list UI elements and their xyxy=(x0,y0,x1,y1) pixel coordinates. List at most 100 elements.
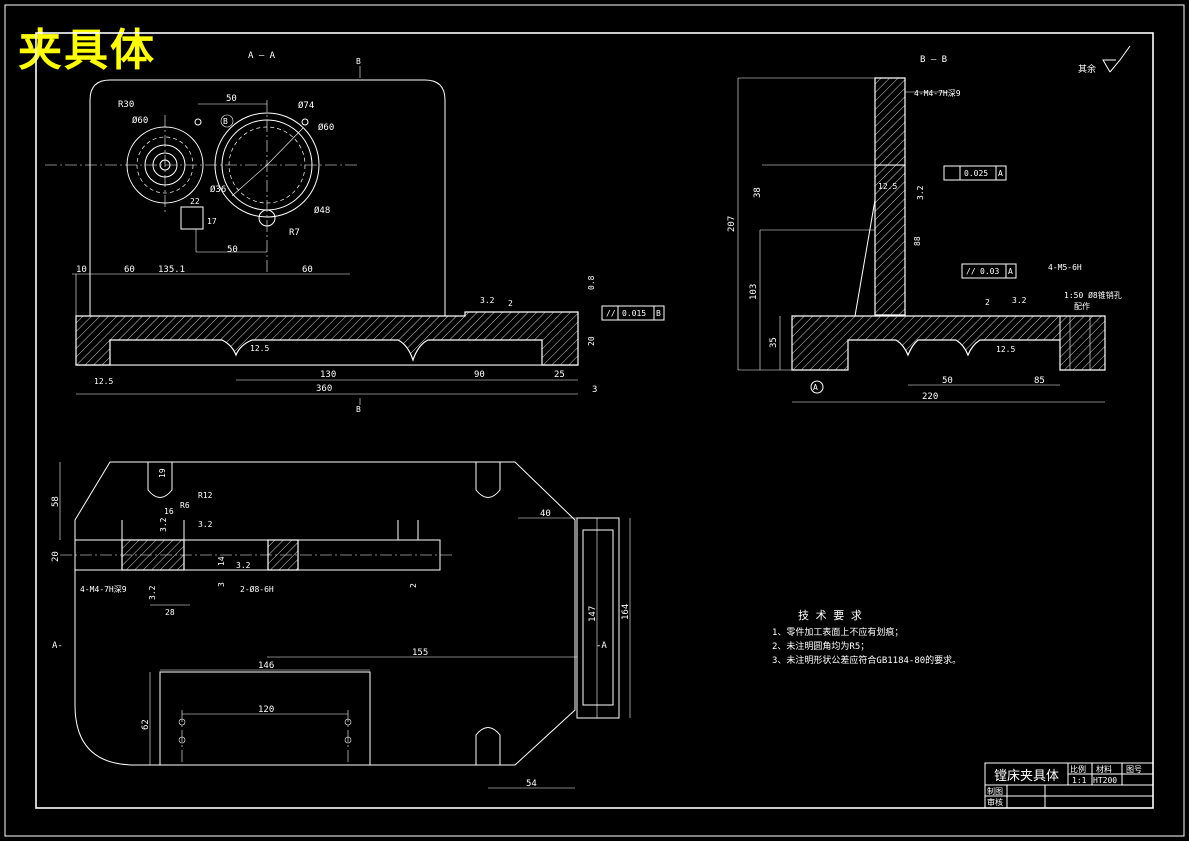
dim-19: 19 xyxy=(158,468,167,478)
title-block: 镗床夹具体 比例 材料 图号 1:1 HT200 制图 审核 xyxy=(984,762,1154,809)
tech-item-3: 3、未注明形状公差应符合GB1184-80的要求。 xyxy=(772,654,961,666)
dim-20-plan: 20 xyxy=(51,551,61,562)
roughness-symbol xyxy=(1102,45,1131,73)
dim-r6: R6 xyxy=(180,501,190,510)
plan-view: 58 20 16 19 R12 R6 40 3.2 3.2 14 3.2 4-M… xyxy=(51,461,631,789)
dim-135: 135.1 xyxy=(158,265,185,275)
tb-drawno-label: 图号 xyxy=(1126,765,1142,774)
tol-ref-a2: A xyxy=(1008,267,1013,276)
rough-32-top: 3.2 xyxy=(480,296,495,305)
rough-125a: 12.5 xyxy=(250,344,269,353)
tolerance-frame-1 xyxy=(601,305,665,321)
upright-plate xyxy=(89,79,446,316)
dim-25: 25 xyxy=(554,370,565,380)
dim-3: 3 xyxy=(592,385,597,395)
tb-scale: 1:1 xyxy=(1072,776,1087,785)
dim-207: 207 xyxy=(727,216,737,232)
dim-90: 90 xyxy=(474,370,485,380)
rough-32-plan: 3.2 xyxy=(198,520,213,529)
tolerance-frame-2 xyxy=(943,165,1007,181)
rough-32b-plan: 3.2 xyxy=(159,517,168,532)
rough-126: 12.5 xyxy=(878,182,897,191)
dim-d74: Ø74 xyxy=(298,100,314,111)
svg-text://: // xyxy=(966,267,976,276)
dim-14: 14 xyxy=(217,556,226,566)
dim-d36: Ø36 xyxy=(210,184,226,195)
dim-360: 360 xyxy=(316,384,332,394)
rough-125b: 12.5 xyxy=(94,377,113,386)
dim-2-plan: 2 xyxy=(409,583,418,588)
base-section xyxy=(75,311,579,366)
dim-d60a: Ø60 xyxy=(132,115,148,126)
dim-17: 17 xyxy=(207,217,217,226)
dim-10: 10 xyxy=(76,265,87,275)
section-aa-label: A — A xyxy=(248,51,276,61)
pin-note: 1:50 Ø8锥销孔 xyxy=(1064,290,1122,300)
pin-note-2: 配作 xyxy=(1074,301,1090,311)
dim-147: 147 xyxy=(588,606,598,622)
circle-b-label: B xyxy=(223,117,228,126)
tol-0015: 0.015 xyxy=(622,309,646,318)
tol-ref-a: A xyxy=(998,169,1003,178)
side-view: B — B 其余 207 103 35 38 4-M4-7H深9 0.025 A… xyxy=(727,45,1131,403)
tech-requirements: 技 术 要 求 1、零件加工表面上不应有划痕； 2、未注明圆角均为R5； 3、未… xyxy=(772,609,961,666)
tech-item-2: 2、未注明圆角均为R5； xyxy=(772,640,869,652)
column-section xyxy=(874,77,906,316)
rough-32d-plan: 3.2 xyxy=(148,585,157,600)
thread-m5: 4-M5-6H xyxy=(1048,263,1082,272)
dim-58: 58 xyxy=(51,496,61,507)
section-b-bottom: B xyxy=(356,405,361,414)
tol-ref-b: B xyxy=(656,309,661,318)
dim-r7: R7 xyxy=(289,228,300,238)
dim-60-left: 60 xyxy=(124,265,135,275)
tol-003: 0.03 xyxy=(980,267,999,276)
thread-d8: 2-Ø8-6H xyxy=(240,584,274,594)
dim-60-right: 60 xyxy=(302,265,313,275)
rough-32c-plan: 3.2 xyxy=(236,561,251,570)
rough-125c: 12.5 xyxy=(996,345,1015,354)
dim-146: 146 xyxy=(258,661,274,671)
section-a-left: A- xyxy=(52,641,63,651)
title-block-name: 镗床夹具体 xyxy=(994,769,1059,784)
rough-08: 0.8 xyxy=(587,275,596,290)
dim-50-side: 50 xyxy=(942,376,953,386)
dim-d60b: Ø60 xyxy=(318,122,334,133)
outer-border xyxy=(4,4,1185,837)
dim-155: 155 xyxy=(412,648,428,658)
inner-frame xyxy=(35,32,1154,809)
front-view: A — A B B 50 R30 Ø60 Ø74 Ø6 xyxy=(45,51,665,414)
datum-a-circle: A xyxy=(813,383,818,392)
dim-r12: R12 xyxy=(198,491,213,500)
dim-120: 120 xyxy=(258,705,274,715)
dim-20-vert: 20 xyxy=(587,336,596,346)
tb-material: HT200 xyxy=(1093,776,1117,785)
side-base-section xyxy=(791,315,1106,371)
dim-35: 35 xyxy=(769,337,779,348)
tech-heading: 技 术 要 求 xyxy=(798,609,862,622)
tolerance-frame-3 xyxy=(961,263,1017,279)
rough-32c: 3.2 xyxy=(1012,296,1027,305)
dim-220: 220 xyxy=(922,392,938,402)
dim-50-top: 50 xyxy=(226,94,237,104)
tb-material-label: 材料 xyxy=(1096,764,1112,774)
dim-22: 22 xyxy=(190,197,200,206)
thread-m4: 4-M4-7H深9 xyxy=(914,89,961,98)
plan-outline xyxy=(74,461,576,766)
rough-2b: 2 xyxy=(985,298,990,307)
section-b-top: B xyxy=(356,57,361,66)
dim-103: 103 xyxy=(749,284,759,300)
rough-2-top: 2 xyxy=(508,299,513,308)
tb-scale-label: 比例 xyxy=(1070,764,1086,774)
thread-m4-plan: 4-M4-7H深9 xyxy=(80,585,127,594)
dim-62: 62 xyxy=(141,719,151,730)
roughness-note: 其余 xyxy=(1078,63,1096,75)
dim-130: 130 xyxy=(320,370,336,380)
dim-164: 164 xyxy=(621,604,631,620)
rough-32b: 3.2 xyxy=(916,185,925,200)
dim-28: 28 xyxy=(165,608,175,617)
svg-text://: // xyxy=(606,309,616,318)
dim-r30: R30 xyxy=(118,100,134,110)
dim-50-bottom: 50 xyxy=(227,245,238,255)
tb-checked: 审核 xyxy=(987,797,1003,807)
